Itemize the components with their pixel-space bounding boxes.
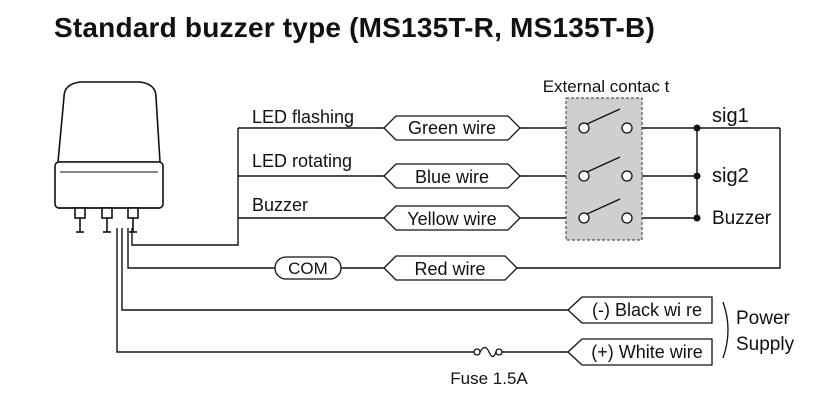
buzzer-device <box>54 81 164 233</box>
wire-tag-blue: Blue wire <box>383 163 521 189</box>
wire-tag-white: (+) White wire <box>567 338 713 366</box>
fuse-icon <box>473 346 503 358</box>
com-label: COM <box>288 259 328 278</box>
power-supply-line2: Supply <box>736 334 795 355</box>
wire-tag-green: Green wire <box>383 115 521 141</box>
fuse-label: Fuse 1.5A <box>450 369 528 388</box>
terminal-sig1: sig1 <box>712 105 749 127</box>
junction-dots <box>693 124 701 222</box>
terminal-buzzer: Buzzer <box>712 208 772 229</box>
external-contact-box: External contac t <box>543 77 670 241</box>
com-tag: COM <box>274 256 342 280</box>
white-wire-label: (+) White wire <box>591 342 703 362</box>
wire-tag-black: (-) Black wi re <box>567 296 713 324</box>
diagram-title: Standard buzzer type (MS135T-R, MS135T-B… <box>54 12 655 43</box>
red-wire-label: Red wire <box>414 259 485 279</box>
label-buzzer-signal: Buzzer <box>252 195 308 215</box>
blue-wire-label: Blue wire <box>415 167 489 187</box>
black-wire-label: (-) Black wi re <box>592 300 702 320</box>
power-supply-bracket <box>722 301 729 359</box>
label-led-flashing: LED flashing <box>252 107 354 127</box>
wire-tag-red: Red wire <box>383 255 518 281</box>
label-led-rotating: LED rotating <box>252 151 352 171</box>
external-contact-label: External contac t <box>543 77 670 96</box>
yellow-wire-label: Yellow wire <box>407 209 496 229</box>
green-wire-label: Green wire <box>408 118 496 138</box>
terminal-sig2: sig2 <box>712 165 749 187</box>
wire-tag-yellow: Yellow wire <box>383 205 521 231</box>
wiring-lines <box>116 127 781 353</box>
power-supply-line1: Power <box>736 308 791 329</box>
